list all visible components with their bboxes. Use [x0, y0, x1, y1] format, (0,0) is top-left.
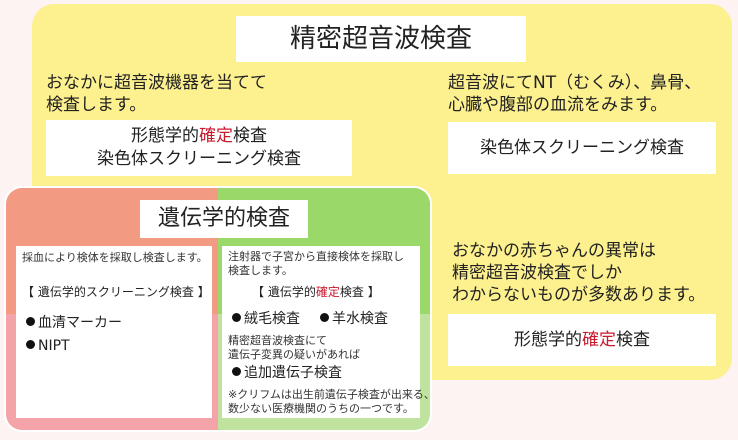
diagnostic-intro: 注射器で子宮から直接検体を採取し 検査します。 — [228, 250, 404, 277]
highlight-text: 確定 — [199, 126, 233, 146]
highlight-text: 確定 — [582, 330, 616, 350]
list-item: 絨毛検査 — [232, 310, 300, 328]
list-item: 追加遺伝子検査 — [232, 364, 342, 382]
left-description: おなかに超音波機器を当てて 検査します。 — [46, 72, 267, 116]
anomaly-description-line: わからないものが多数あります。 — [452, 285, 706, 305]
left-exam-line1: 形態学的確定検査 — [131, 126, 267, 146]
morphological-exam-box: 形態学的確定検査 — [448, 314, 716, 366]
genetics-title: 遺伝学的検査 — [140, 200, 308, 238]
footnote: ※クリフムは出生前遺伝子検査が出来る、 数少ない医療機関のうちの一つです。 — [228, 388, 435, 415]
bullet-icon — [320, 313, 329, 322]
bullet-icon — [26, 317, 35, 326]
variant-note: 精密超音波検査にて 遺伝子変異の疑いがあれば — [228, 334, 360, 361]
highlight-text: 確定 — [315, 285, 340, 299]
diagnostic-heading: 【 遺伝学的確定検査 】 — [252, 285, 380, 299]
screening-card: 採血により検体を採取し検査します。 【 遺伝学的スクリーニング検査 】 血清マー… — [16, 246, 212, 418]
screening-intro: 採血により検体を採取し検査します。 — [22, 251, 208, 264]
left-description-line: 検査します。 — [46, 95, 147, 115]
list-item: NIPT — [26, 337, 70, 355]
main-title: 精密超音波検査 — [236, 16, 526, 62]
right-exam-box: 染色体スクリーニング検査 — [448, 122, 716, 174]
anomaly-description-line: おなかの赤ちゃんの異常は — [452, 241, 656, 261]
list-item: 羊水検査 — [320, 310, 388, 328]
left-description-line: おなかに超音波機器を当てて — [46, 73, 267, 93]
diagnostic-card: 注射器で子宮から直接検体を採取し 検査します。 【 遺伝学的確定検査 】 絨毛検… — [222, 246, 435, 418]
bullet-icon — [232, 313, 241, 322]
left-exam-box: 形態学的確定検査 染色体スクリーニング検査 — [46, 120, 352, 176]
right-description: 超音波にてNT（むくみ）、鼻骨、 心臓や腹部の血流をみます。 — [448, 72, 701, 116]
list-item: 血清マーカー — [26, 314, 122, 332]
left-exam-line2: 染色体スクリーニング検査 — [97, 149, 301, 169]
anomaly-description: おなかの赤ちゃんの異常は 精密超音波検査でしか わからないものが多数あります。 — [452, 240, 705, 306]
bullet-icon — [26, 340, 35, 349]
screening-heading: 【 遺伝学的スクリーニング検査 】 — [22, 285, 210, 299]
anomaly-description-line: 精密超音波検査でしか — [452, 263, 622, 283]
bullet-icon — [232, 367, 241, 376]
right-description-line: 心臓や腹部の血流をみます。 — [448, 95, 668, 115]
right-description-line: 超音波にてNT（むくみ）、鼻骨、 — [448, 73, 702, 93]
